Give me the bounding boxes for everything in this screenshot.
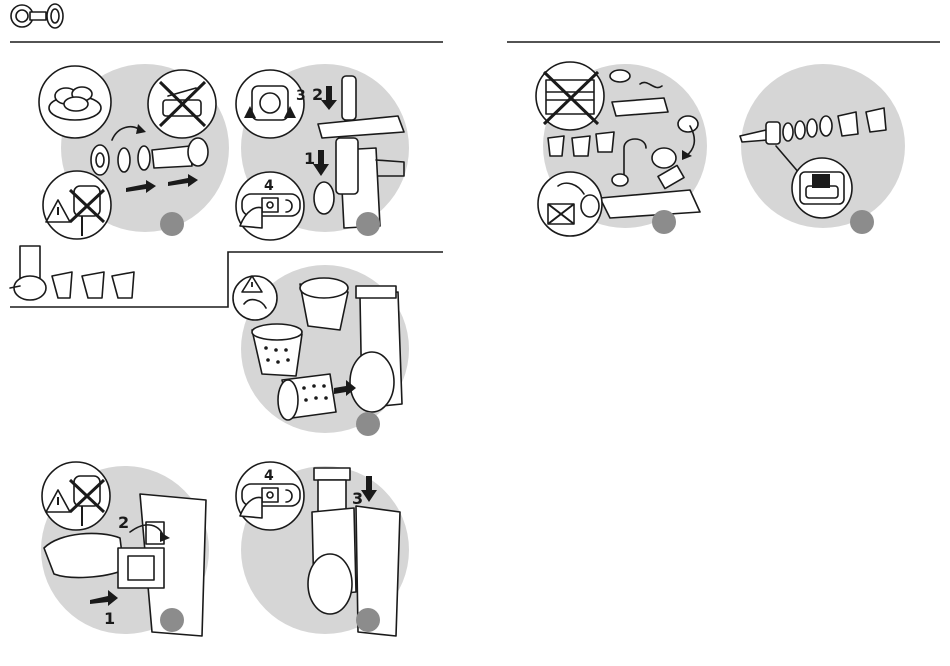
callout-4: 4 <box>264 468 274 484</box>
callout-3: 3 <box>352 489 363 508</box>
control-buttons-icon-2: 4 <box>236 462 304 530</box>
mincer-head-icon <box>11 5 46 27</box>
grinding-plate-icon <box>47 4 63 28</box>
panel-cleaning <box>536 62 707 236</box>
callout-4: 4 <box>264 178 274 194</box>
callout-2: 2 <box>118 513 129 532</box>
sharp-blade-warning-icon <box>538 172 602 236</box>
drum-warning-icon <box>233 276 277 320</box>
panel-shredder-drums <box>233 265 409 436</box>
panel-shredder-fitting: 2 1 <box>41 462 209 636</box>
power-socket-icon: 3 <box>236 70 306 138</box>
storage-box-icon <box>792 158 852 218</box>
callout-3: 3 <box>296 88 306 104</box>
callout-1: 1 <box>304 149 315 168</box>
shredder-accessory-icons <box>10 246 134 300</box>
panel-storage <box>740 64 905 234</box>
no-blade-icon <box>148 70 216 138</box>
food-bowl-icon <box>39 66 111 138</box>
panel-mincer-mounting: 3 2 1 4 <box>236 64 409 240</box>
callout-1: 1 <box>104 609 115 628</box>
panel-mincer-parts <box>39 64 229 239</box>
control-buttons-icon: 4 <box>236 172 304 240</box>
unplug-warning-icon-2 <box>42 462 110 530</box>
no-dishwasher-icon <box>536 62 604 130</box>
callout-2: 2 <box>312 85 323 104</box>
panel-shredder-mounted: 4 3 <box>236 462 409 636</box>
unplug-warning-icon <box>43 171 111 239</box>
